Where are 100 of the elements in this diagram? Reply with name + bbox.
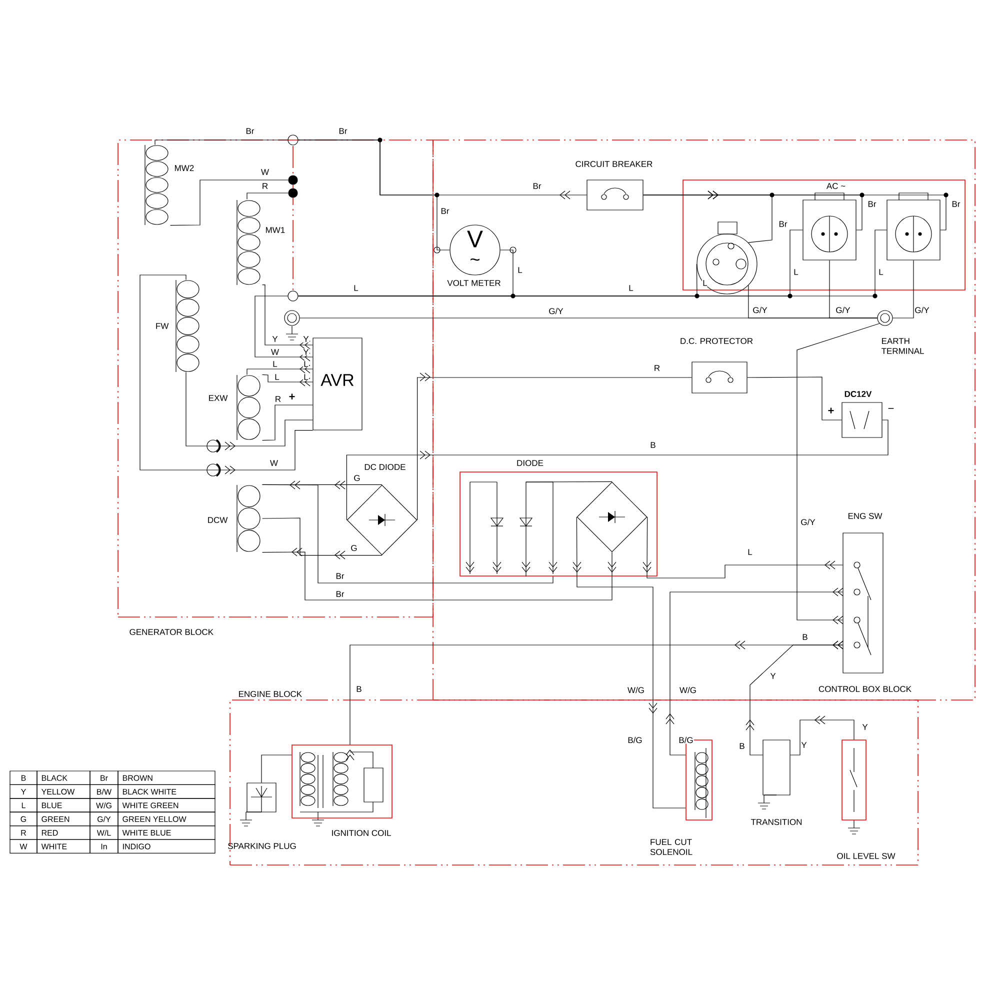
node-label: MW1 [266, 227, 285, 233]
table-cell: BLACK WHITE [118, 784, 216, 799]
edge-label: Br [338, 127, 348, 135]
table-cell: R [10, 826, 38, 840]
wire [576, 516, 686, 808]
edge-label: Br [867, 200, 877, 208]
node-label: GENERATOR BLOCK [130, 629, 214, 636]
node-label: EARTH TERMINAL [882, 338, 924, 354]
node-label: + [828, 408, 834, 414]
wire [262, 518, 382, 560]
edge-label: L [353, 284, 359, 292]
wire [246, 192, 288, 200]
node-label: TRANSITION [750, 819, 802, 826]
node-label: DC12V [844, 391, 872, 398]
wire-code: Y [800, 741, 808, 749]
wire [298, 140, 587, 200]
wire-code: B [802, 633, 808, 641]
node-label: VOLT METER [447, 280, 500, 286]
edge-label: W/G [626, 686, 646, 694]
wire [262, 374, 313, 386]
node-label: DIODE [517, 460, 544, 466]
edge-label: Y [770, 672, 776, 680]
earth-terminal [284, 310, 300, 340]
diode-panel: DIODE [460, 460, 658, 576]
table-cell: G [10, 812, 38, 826]
wire [254, 296, 313, 362]
edge-label: Br [532, 182, 542, 190]
edge-label: L [878, 268, 884, 276]
table-cell: W [10, 839, 38, 854]
breaker-box: CIRCUIT BREAKER [576, 161, 652, 210]
wire [643, 190, 946, 230]
edge-label: L [747, 548, 753, 556]
wire-code: L [702, 279, 708, 287]
edge-label: L [628, 284, 634, 292]
wire [747, 376, 842, 420]
wire [666, 588, 844, 756]
socket [886, 192, 940, 260]
wire [790, 716, 854, 756]
table-cell: INDIGO [118, 839, 216, 854]
edge-label: R [653, 364, 661, 372]
wire-code: L [303, 360, 309, 368]
avr-box: AVR [312, 338, 362, 430]
edge-label: Br [951, 200, 961, 208]
junction-dot [288, 175, 298, 185]
node-label: IGNITION COIL [332, 830, 391, 836]
table-cell: GREEN YELLOW [118, 812, 216, 826]
wire [262, 548, 612, 600]
coil: MW2 [144, 144, 194, 226]
node-label: OIL LEVEL SW [837, 853, 896, 860]
edge-label: Br [335, 572, 345, 580]
table-cell: Y [10, 784, 38, 799]
switch-box: ENG SW [842, 513, 884, 674]
volt-meter: V ~ VOLT METER [434, 224, 516, 286]
edge-label: W [269, 459, 279, 467]
wire-code: L [517, 266, 523, 274]
table-cell: BROWN [118, 770, 216, 785]
coil: MW1 [236, 200, 285, 286]
table-cell: L [10, 798, 38, 812]
node-label: EXW [209, 395, 228, 401]
node-label: DCW [208, 517, 228, 524]
table-cell: WHITE [36, 839, 90, 854]
coil: DCW [208, 484, 260, 552]
coil: FW [156, 280, 200, 372]
edge-label: L [793, 268, 799, 276]
node-label: CIRCUIT BREAKER [576, 161, 652, 168]
terminal-circle [288, 134, 298, 146]
node-label: FUEL CUT SOLENOIL [650, 839, 692, 856]
terminal-circle [288, 290, 298, 302]
edge-label: Y [272, 335, 278, 343]
edge-label: W/G [678, 686, 698, 694]
edge-label: B [356, 685, 362, 693]
table-cell: WHITE BLUE [118, 826, 216, 840]
socket [696, 222, 758, 294]
wire-code: Y [302, 348, 310, 356]
edge-label: G [353, 474, 361, 482]
coil: EXW [209, 374, 260, 440]
battery-socket: DC12V + − [828, 391, 894, 438]
wire [646, 516, 843, 578]
table-cell: GREEN [36, 812, 90, 826]
edge-label: Br [778, 220, 788, 228]
table-cell: G/Y [90, 812, 118, 826]
table-cell: W/G [90, 798, 118, 812]
wire-code: Y [302, 335, 310, 343]
edge-label: R [261, 182, 269, 190]
socket [802, 192, 856, 260]
edge-label: Y [862, 723, 868, 731]
table-cell: B/W [90, 784, 118, 799]
wire-code: + [288, 393, 296, 401]
wire [796, 323, 880, 624]
transition-box: TRANSITION [750, 740, 802, 826]
rectifier-bridge [576, 482, 648, 552]
wire [261, 754, 292, 783]
wire [522, 481, 612, 577]
wire [186, 372, 313, 450]
node-label: MW2 [174, 165, 194, 171]
edge-label: G/Y [914, 306, 930, 314]
junction-dot [288, 188, 298, 198]
table-cell: YELLOW [36, 784, 90, 799]
wire [170, 180, 288, 226]
edge-label: G/Y [548, 307, 564, 315]
